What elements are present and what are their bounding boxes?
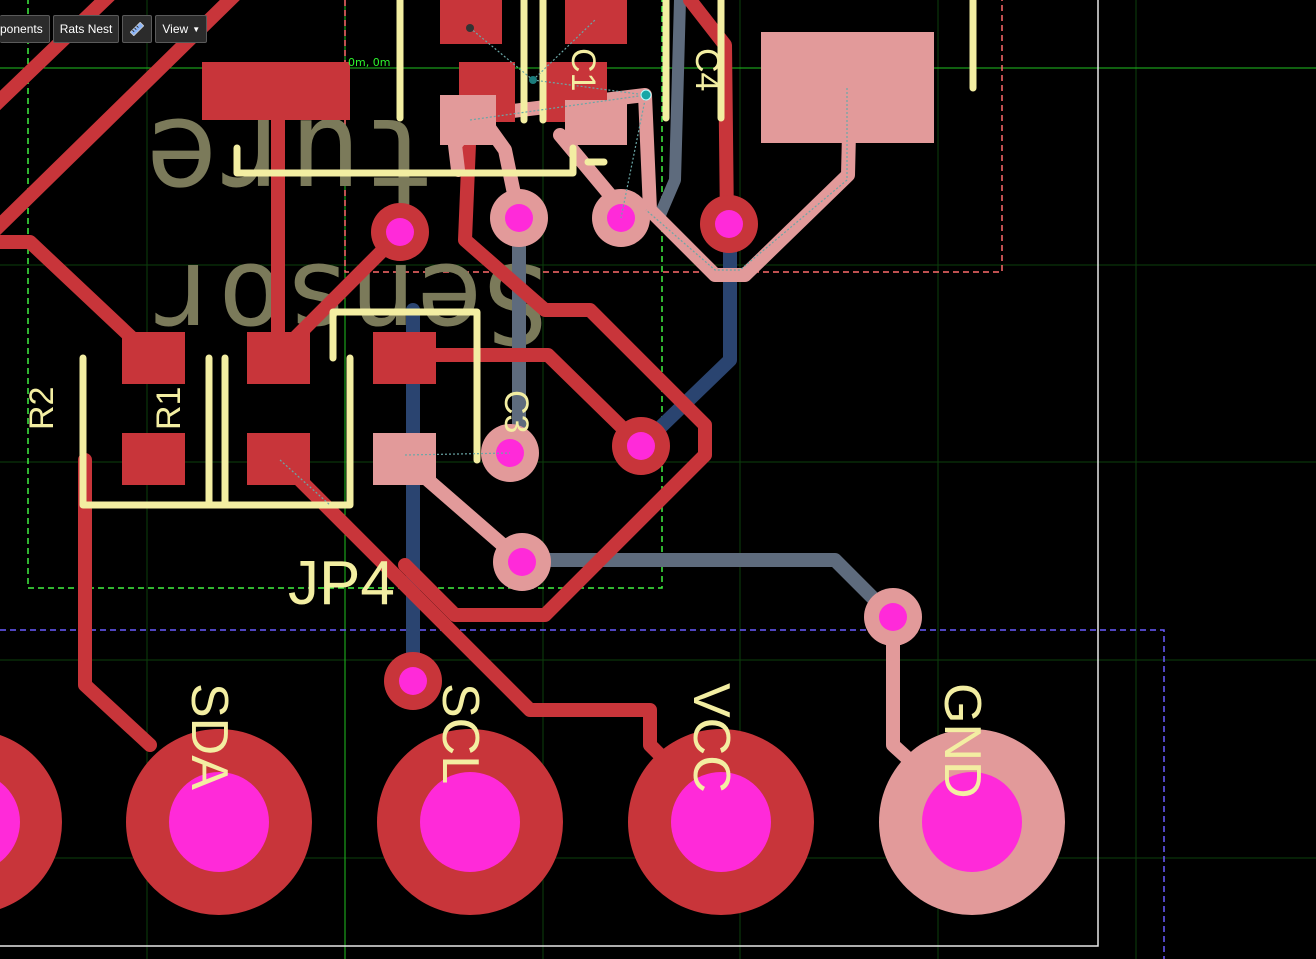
pin-label-gnd: GND	[933, 683, 991, 799]
pin-label-scl: SCL	[431, 683, 489, 784]
board-outline	[0, 0, 1099, 947]
header-pad-gnd-drill	[922, 772, 1022, 872]
header-pad-sda-drill	[169, 772, 269, 872]
ratsnest-node	[466, 24, 474, 32]
ratsnest-label: Rats Nest	[59, 22, 113, 36]
ratsnest-lines	[279, 19, 848, 506]
components-button[interactable]: ponents	[0, 15, 50, 43]
pin-label-vcc: VCC	[682, 683, 740, 793]
pin-label-sda: SDA	[180, 683, 238, 790]
silkscreen	[79, 0, 977, 509]
view-label: View	[162, 22, 189, 36]
ratsnest-node	[529, 76, 537, 84]
designator-labels: R2 R1 C1 C4 C3 JP4 SDA SCL VCC GND	[23, 48, 991, 799]
ratsnest-button[interactable]: Rats Nest	[52, 15, 120, 43]
header-pad-partial-drill	[0, 782, 20, 862]
header-pad-scl-drill	[420, 772, 520, 872]
label-r2: R2	[23, 387, 61, 430]
header-pad-vcc-drill	[671, 772, 771, 872]
header-pad-partial	[0, 735, 62, 909]
bottom-trace-top	[654, 0, 686, 221]
label-c4: C4	[688, 48, 726, 91]
ruler-icon	[130, 22, 145, 36]
label-c3: C3	[497, 390, 535, 433]
view-toolbar: ponents Rats Nest View ▼	[0, 15, 208, 43]
label-c1: C1	[564, 48, 602, 91]
components-label: ponents	[0, 22, 43, 36]
jp4-courtyard	[27, 0, 663, 589]
ratsnest-node	[640, 89, 652, 101]
sensor-courtyard	[344, 0, 1003, 273]
view-menu-button[interactable]: View ▼	[155, 15, 208, 43]
vias	[371, 189, 922, 710]
chevron-down-icon: ▼	[192, 24, 201, 34]
header-courtyard	[0, 629, 1165, 959]
measure-button[interactable]	[122, 15, 153, 43]
label-jp4: JP4	[288, 549, 395, 618]
origin-coordinate-readout: 0m, 0m	[348, 56, 391, 69]
header-pads	[0, 729, 1065, 915]
label-r1: R1	[150, 387, 188, 430]
